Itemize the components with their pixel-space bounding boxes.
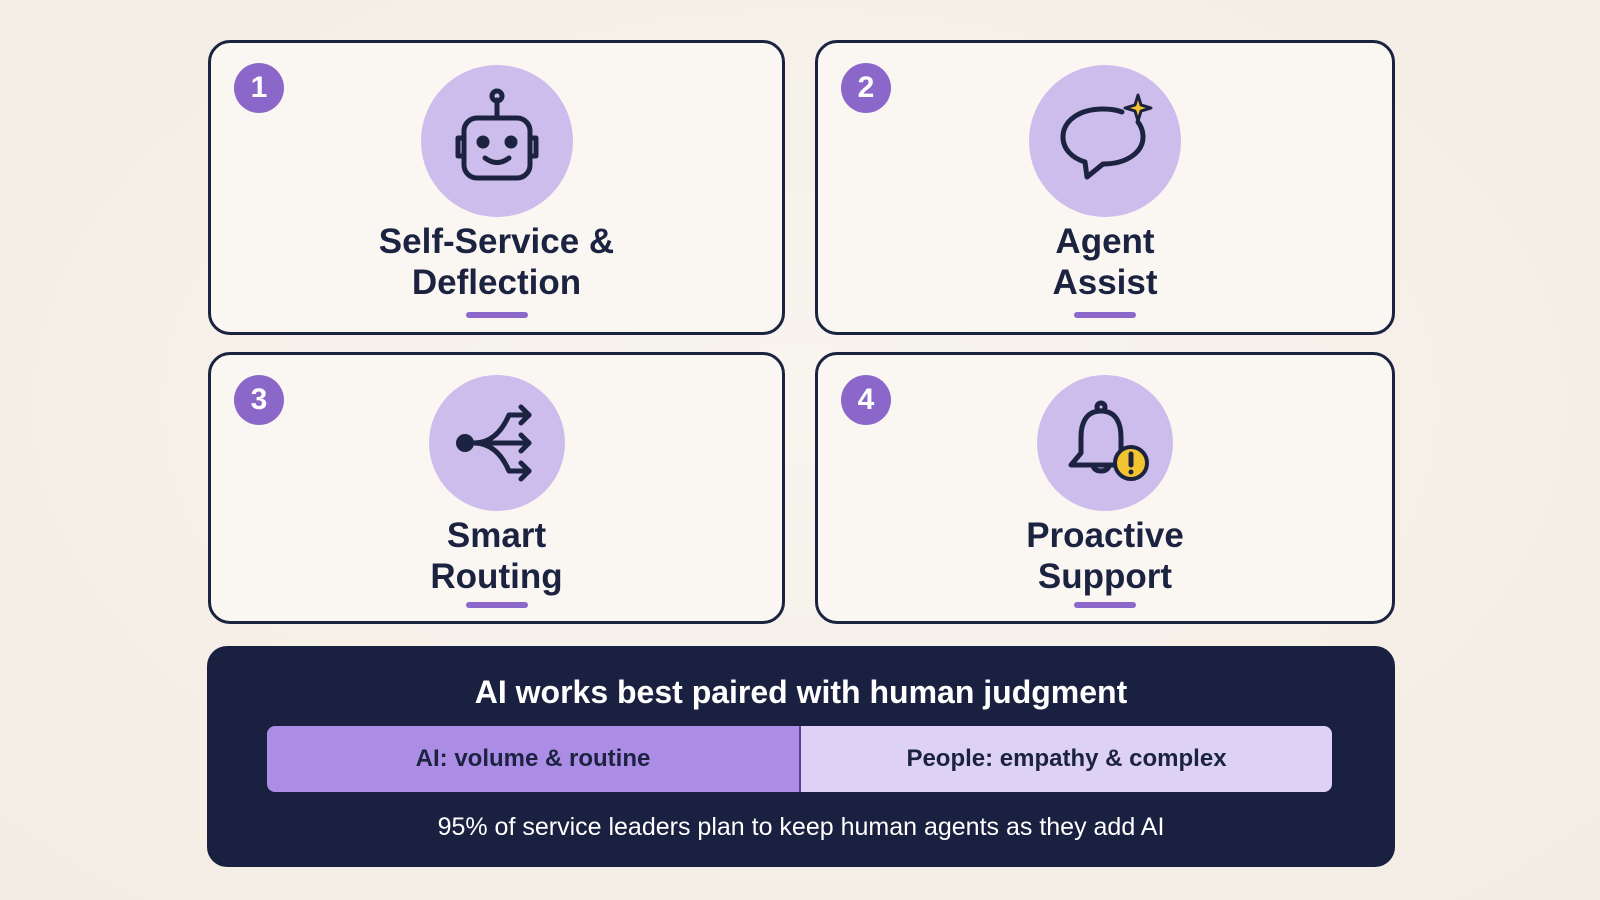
panel-title: AI works best paired with human judgment bbox=[474, 674, 1128, 710]
number-badge: 2 bbox=[841, 63, 891, 113]
card-title: Agent Assist bbox=[1052, 222, 1158, 302]
card-title: Self-Service & Deflection bbox=[378, 222, 615, 302]
routing-arrows-icon bbox=[428, 375, 565, 511]
segment-divider bbox=[799, 726, 801, 792]
number-badge: 4 bbox=[841, 375, 891, 425]
card-proactive-support: 4 Proactive Support bbox=[815, 352, 1395, 624]
number-badge: 1 bbox=[234, 63, 284, 113]
number-badge: 3 bbox=[234, 375, 284, 425]
ai-segment: AI: volume & routine bbox=[267, 726, 799, 792]
title-underline bbox=[465, 312, 528, 318]
title-underline bbox=[1074, 312, 1136, 318]
robot-icon bbox=[420, 65, 573, 217]
chat-sparkle-icon bbox=[1029, 65, 1181, 217]
title-underline bbox=[465, 602, 528, 608]
title-underline bbox=[1074, 602, 1136, 608]
card-title: Proactive Support bbox=[1026, 516, 1184, 596]
card-self-service: 1 Self-Service & Deflection bbox=[208, 40, 785, 335]
card-title: Smart Routing bbox=[430, 516, 563, 596]
bell-alert-icon bbox=[1037, 375, 1173, 511]
people-segment: People: empathy & complex bbox=[801, 726, 1332, 792]
panel-footnote: 95% of service leaders plan to keep huma… bbox=[437, 813, 1165, 841]
card-smart-routing: 3 Smart Routing bbox=[208, 352, 785, 624]
summary-panel: AI works best paired with human judgment… bbox=[207, 646, 1395, 867]
card-agent-assist: 2 Agent Assist bbox=[815, 40, 1395, 335]
split-bar: AI: volume & routine People: empathy & c… bbox=[267, 726, 1332, 792]
